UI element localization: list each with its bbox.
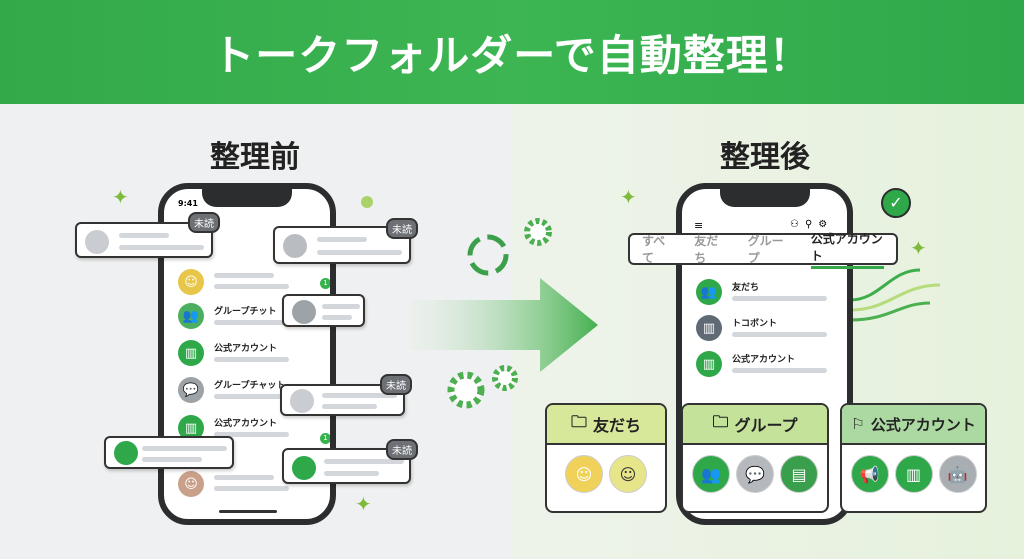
group-chat-icon: 💬 <box>736 455 774 493</box>
chat-row[interactable]: ▥ 公式アカウント <box>696 351 836 385</box>
phone-notch <box>719 189 810 207</box>
robot-icon: 🤖 <box>938 455 977 493</box>
message-callout <box>104 436 234 469</box>
group-chat-icon: 💬 <box>178 377 204 403</box>
speed-lines <box>850 268 941 322</box>
dot-decoration <box>361 196 373 208</box>
chat-row[interactable]: ☺ <box>178 471 318 505</box>
phone-notch <box>202 189 292 207</box>
sparkle-icon: ✦ <box>910 236 927 260</box>
before-heading: 整理前 <box>210 140 300 175</box>
family-avatar: ☺ <box>565 455 603 493</box>
store-icon: ▥ <box>696 315 722 341</box>
folder-icon: 🗀 <box>570 411 587 431</box>
chat-row[interactable]: ▥ トコボント <box>696 315 836 349</box>
sparkle-icon: ✦ <box>620 185 637 209</box>
family-avatar: ☺ <box>178 269 204 295</box>
chat-row[interactable]: 💬 グループチャット <box>178 377 318 411</box>
gear-icon <box>492 365 518 391</box>
row-label: 公式アカウント <box>732 355 796 365</box>
store-icon: ▥ <box>178 340 204 366</box>
unread-badge: 未読 <box>386 218 418 239</box>
tab-groups[interactable]: グループ <box>747 234 784 265</box>
unread-badge: 未読 <box>188 212 220 233</box>
unread-count: 1 <box>320 433 330 444</box>
header-icons[interactable]: ⚇⚲⚙ <box>790 219 833 230</box>
group-icon: 👥 <box>178 303 204 329</box>
gear-icon <box>524 218 552 246</box>
tab-official[interactable]: 公式アカウント <box>810 230 884 269</box>
folder-label: 友だち <box>593 416 642 435</box>
folder-official[interactable]: ⚐ 公式アカウント 📢▥🤖 <box>840 403 987 513</box>
folder-friends[interactable]: 🗀 友だち ☺☺ <box>545 403 667 513</box>
menu-icon[interactable]: ≡ <box>694 219 704 232</box>
store-icon: ▥ <box>696 351 722 377</box>
folder-label: 公式アカウント <box>870 415 976 434</box>
title-banner: トークフォルダーで自動整理！ <box>0 0 1024 104</box>
chat-row[interactable]: ▥ 公式アカウント <box>178 340 318 374</box>
row-label: グループチット <box>214 307 277 317</box>
folder-tabs: すべて 友だち グループ 公式アカウント <box>628 232 898 269</box>
friends-icon: 👥 <box>696 279 722 305</box>
sync-icon <box>467 234 509 276</box>
flow-arrow <box>410 218 598 409</box>
chat-row[interactable]: ☺1 <box>178 269 330 303</box>
unread-badge: 未読 <box>380 374 412 395</box>
tab-friends[interactable]: 友だち <box>694 234 719 265</box>
message-callout <box>282 294 365 327</box>
status-time: 9:41 <box>178 199 198 208</box>
row-label: 友だち <box>732 283 760 293</box>
row-label: 公式アカウント <box>214 419 278 429</box>
row-label: トコボント <box>732 319 778 329</box>
gear-icon[interactable]: ⚙ <box>818 219 834 230</box>
folder-groups[interactable]: 🗀 グループ 👥💬▤ <box>681 403 829 513</box>
folder-icon: 🗀 <box>712 411 729 431</box>
check-icon: ✓ <box>881 188 911 218</box>
gear-icon <box>447 371 485 409</box>
message-callout <box>280 384 405 416</box>
group-icon: 👥 <box>692 455 730 493</box>
person-avatar: ☺ <box>609 455 647 493</box>
home-indicator <box>219 510 277 513</box>
unread-count: 1 <box>320 278 330 289</box>
tab-all[interactable]: すべて <box>642 234 666 265</box>
search-icon[interactable]: ⚲ <box>804 219 819 230</box>
sparkle-icon: ✦ <box>355 492 372 516</box>
chat-row[interactable]: 👥 友だち <box>696 279 836 313</box>
row-label: グループチャット <box>214 381 286 391</box>
flag-icon: ⚐ <box>851 415 865 433</box>
after-heading: 整理後 <box>720 140 810 175</box>
megaphone-icon: 📢 <box>850 455 889 493</box>
row-label: 公式アカウント <box>214 344 278 354</box>
chat-row[interactable]: 👥 グループチット <box>178 303 318 337</box>
sparkle-icon: ✦ <box>112 185 129 209</box>
folder-label: グループ <box>734 416 798 435</box>
store-icon: ▥ <box>894 455 933 493</box>
user-icon[interactable]: ⚇ <box>790 219 805 230</box>
page-title: トークフォルダーで自動整理！ <box>212 30 812 80</box>
unread-badge: 未読 <box>386 439 418 460</box>
person-avatar: ☺ <box>178 471 204 497</box>
arrow-shape <box>410 278 598 372</box>
chat-icon: ▤ <box>780 455 818 493</box>
